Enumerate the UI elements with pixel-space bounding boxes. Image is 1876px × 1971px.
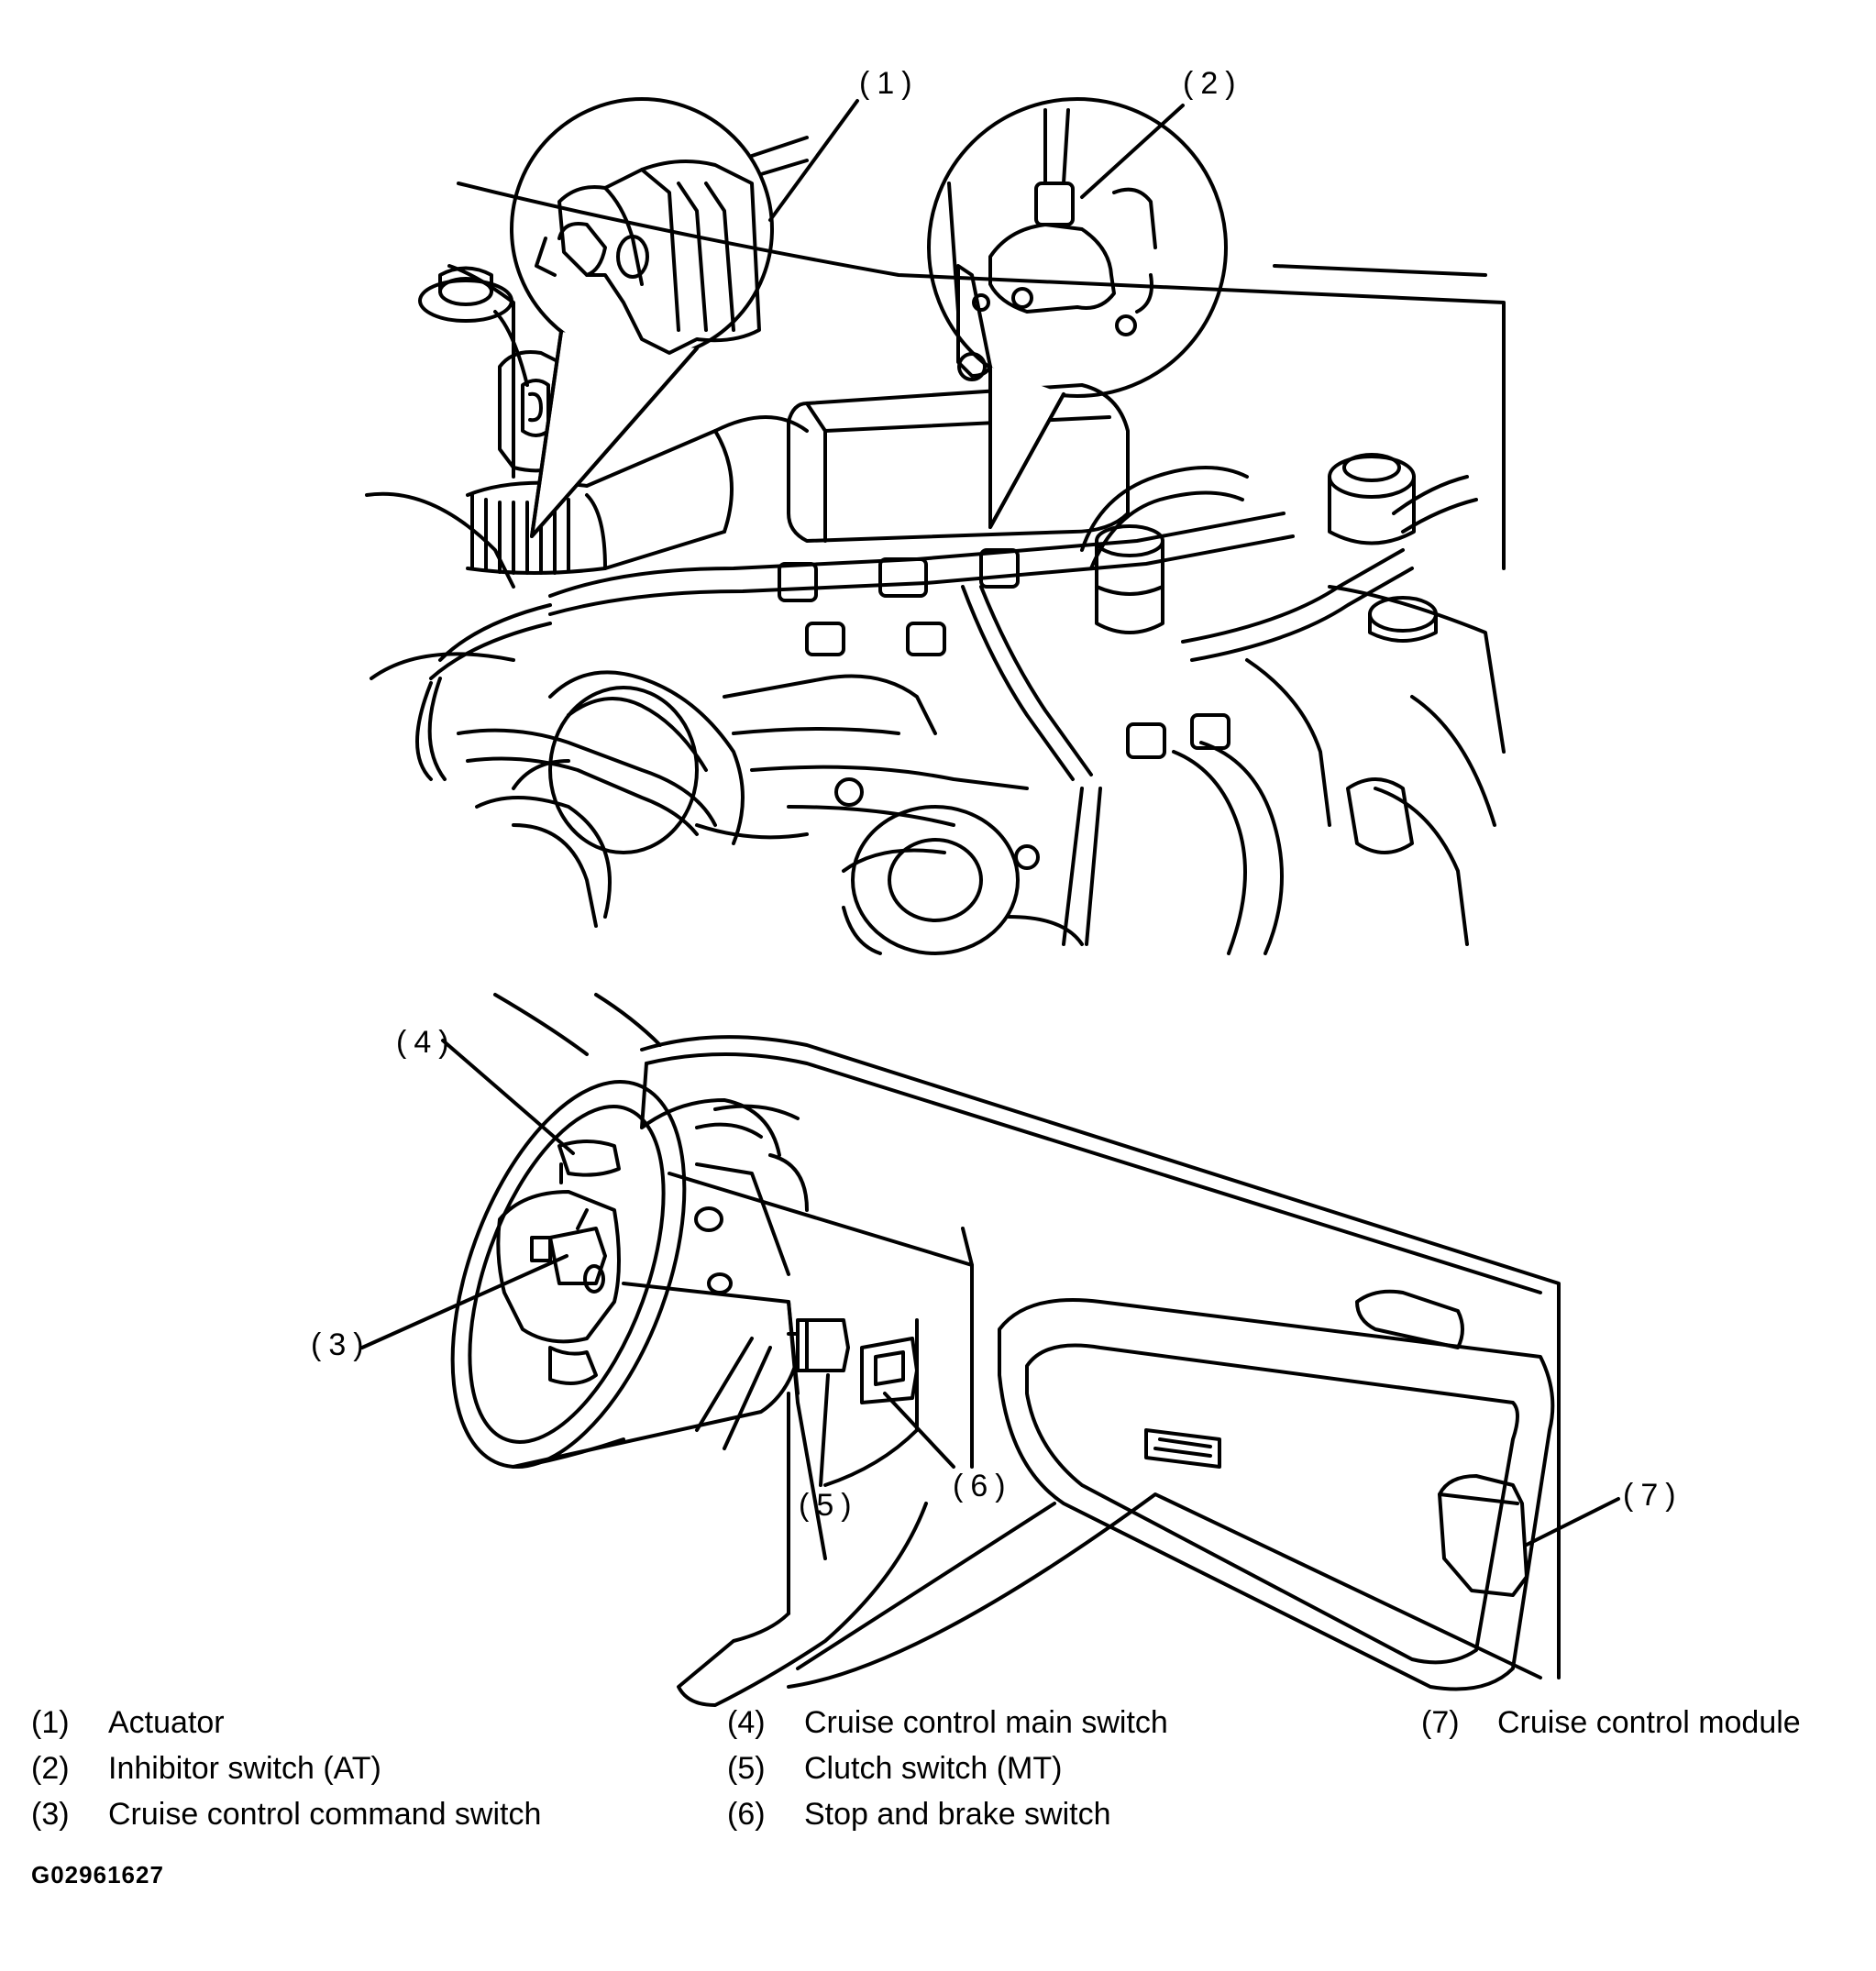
callout-label-7: (7) [1623,1478,1683,1513]
hose-harness [415,466,1478,836]
callout-label-3: (3) [311,1327,371,1362]
leader-line-7 [1525,1497,1620,1547]
legend-num-7: (7) [1421,1705,1460,1740]
harness-connectors [778,548,1230,759]
legend-num-4: (4) [727,1705,766,1740]
actuator-callout-bubble [510,97,859,538]
legend-text-2: Inhibitor switch (AT) [108,1751,381,1786]
callout-label-1: (1) [859,66,920,101]
callout-label-6: (6) [953,1469,1013,1503]
legend-text-5: Clutch switch (MT) [804,1751,1063,1786]
right-reservoir [1328,453,1438,643]
legend-num-5: (5) [727,1751,766,1786]
master-cylinder [1095,524,1164,634]
legend-text-3: Cruise control command switch [108,1797,542,1832]
legend-num-2: (2) [31,1751,70,1786]
air-cleaner-box [787,383,1130,543]
legend-num-6: (6) [727,1797,766,1832]
wheel-well [475,796,946,955]
engine-bay-outline [365,182,1506,946]
leader-line-3 [360,1254,568,1349]
figure-id: G02961627 [31,1861,164,1888]
intake-manifold [512,670,1040,955]
dashboard-illustration [360,993,1620,1707]
legend-text-6: Stop and brake switch [804,1797,1111,1832]
right-lower-parts [1062,658,1414,955]
legend-text-4: Cruise control main switch [804,1705,1168,1740]
legend-text-1: Actuator [108,1705,225,1740]
callout-label-5: (5) [799,1488,859,1523]
leader-line-4 [441,1039,575,1155]
leader-line-6 [883,1392,955,1469]
callout-label-4: (4) [396,1025,457,1060]
legend-num-3: (3) [31,1797,70,1832]
legend-text-7: Cruise control module [1497,1705,1801,1740]
reservoir-cap [418,266,513,323]
inhibitor-callout-bubble [927,97,1228,529]
legend-num-1: (1) [31,1705,70,1740]
intake-hose [466,415,809,575]
callout-label-2: (2) [1183,66,1243,101]
leader-line-5 [819,1373,830,1487]
